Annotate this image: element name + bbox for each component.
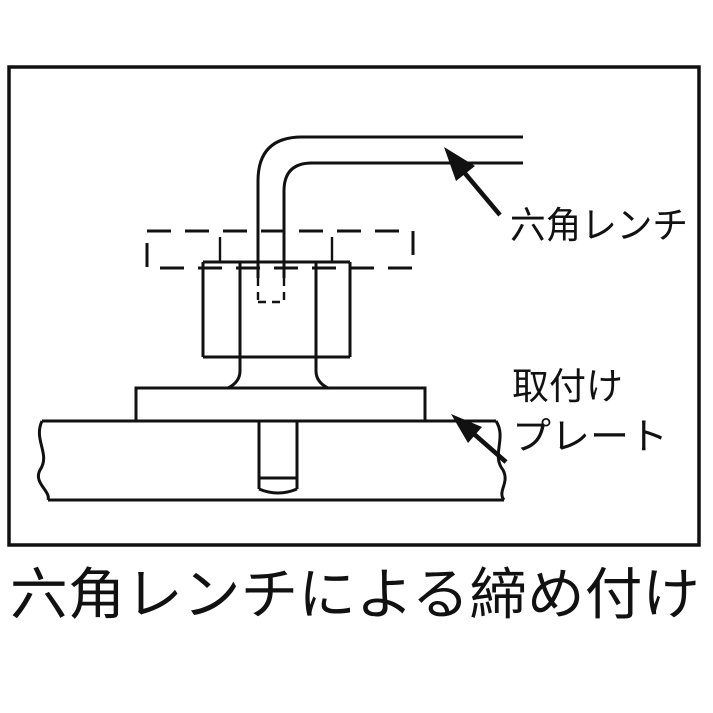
plate-label-line1: 取付け	[512, 365, 623, 408]
caption: 六角レンチによる締め付け	[10, 563, 700, 628]
dashed-outline	[145, 229, 415, 270]
plate-label-line2: プレート	[512, 415, 668, 458]
hex-bolt-drawing	[201, 260, 352, 390]
base-material-drawing	[36, 419, 507, 502]
hex-wrench-drawing	[256, 135, 523, 304]
wrench-arrow-icon	[444, 147, 502, 217]
bolt-top-ticks	[218, 237, 334, 263]
mounting-plate-drawing	[134, 386, 427, 423]
plate-arrow-icon	[451, 414, 508, 464]
diagram-border	[7, 65, 701, 547]
wrench-label: 六角レンチ	[510, 204, 688, 247]
